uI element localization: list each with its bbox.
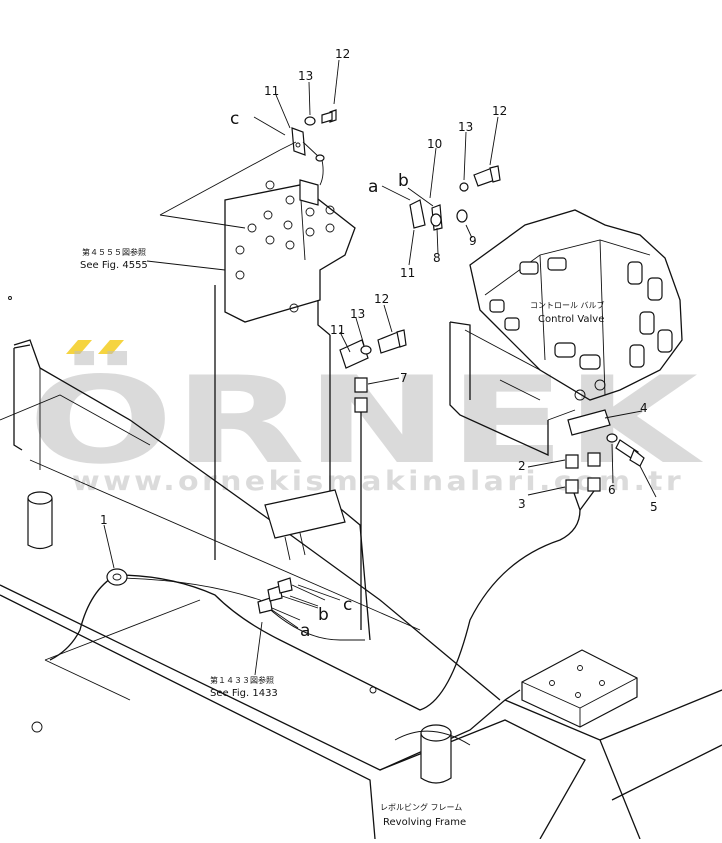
callout-6: 6: [608, 483, 616, 497]
letter-b-bottom: b: [318, 605, 329, 625]
callout-3: 3: [518, 497, 526, 511]
callout-12-right: 12: [492, 104, 507, 118]
callout-1: 1: [100, 513, 108, 527]
ref-1433-jp: 第１４３３図参照: [210, 675, 274, 685]
connection-letters: c a b c b a: [230, 109, 409, 641]
callout-5: 5: [650, 500, 658, 514]
clamp-11-b: [409, 199, 426, 229]
callout-12-top: 12: [335, 47, 350, 61]
letter-c-top: c: [230, 109, 239, 129]
plate-holes: [235, 180, 335, 313]
nut-9: [456, 209, 468, 223]
washer-13-c: [360, 345, 372, 355]
fitting-3-b: [587, 477, 601, 492]
revolving-frame-jp: レボルビング フレーム: [380, 802, 462, 812]
valve-spools: [489, 257, 673, 401]
callout-11-top: 11: [264, 84, 279, 98]
callout-10: 10: [427, 137, 442, 151]
callout-9: 9: [469, 234, 477, 248]
washer-13-b: [459, 182, 469, 192]
control-valve-en: Control Valve: [538, 314, 604, 325]
control-valve-jp: コントロール バルブ: [530, 300, 605, 310]
watermark-accent-left: [66, 340, 92, 354]
left-frame: [0, 296, 501, 701]
washer-6: [606, 433, 618, 443]
ref-4555-en: See Fig. 4555: [80, 260, 148, 271]
callout-13-middle: 13: [350, 307, 365, 321]
reference-labels: 第４５５５図参照 See Fig. 4555 第１４３３図参照 See Fig.…: [80, 247, 605, 828]
revolving-frame: [0, 584, 722, 840]
fitting-3-a: [565, 479, 579, 494]
callout-8: 8: [433, 251, 441, 265]
spacer-8: [430, 213, 442, 227]
callout-11-right: 11: [400, 266, 415, 280]
callout-13-top: 13: [298, 69, 313, 83]
letter-a-bottom: a: [300, 621, 310, 641]
fitting-7: [354, 377, 368, 393]
callout-4: 4: [640, 401, 648, 415]
callout-2: 2: [518, 459, 526, 473]
switch-assembly: [279, 127, 325, 206]
revolving-frame-en: Revolving Frame: [383, 817, 466, 828]
ref-1433-en: See Fig. 1433: [210, 688, 278, 699]
wiring-harness: [49, 490, 595, 711]
letter-b-top: b: [398, 171, 409, 191]
control-valve: [449, 209, 683, 457]
fitting-2-b: [587, 452, 601, 467]
letter-c-bottom: c: [343, 595, 352, 615]
callout-11-middle: 11: [330, 323, 345, 337]
callout-13-right: 13: [458, 120, 473, 134]
bracket-4: [567, 409, 611, 436]
fitting-2-a: [565, 454, 579, 469]
grommet-1: [106, 568, 128, 586]
watermark-accent-right: [98, 340, 124, 354]
hardware-parts: [304, 109, 645, 630]
leader-lines: [103, 59, 657, 676]
letter-a-top: a: [368, 177, 378, 197]
washer-13-a: [304, 116, 316, 126]
watermark-url: www.ornekismakinalari.com.tr: [72, 466, 684, 497]
ref-4555-jp: 第４５５５図参照: [82, 247, 146, 257]
support-bracket: [159, 149, 371, 641]
callout-7: 7: [400, 371, 408, 385]
callout-numbers: 1 2 3 4 5 6 7 8 9 10 11 11 11 12 12 12 1…: [100, 47, 658, 527]
callout-12-middle: 12: [374, 292, 389, 306]
